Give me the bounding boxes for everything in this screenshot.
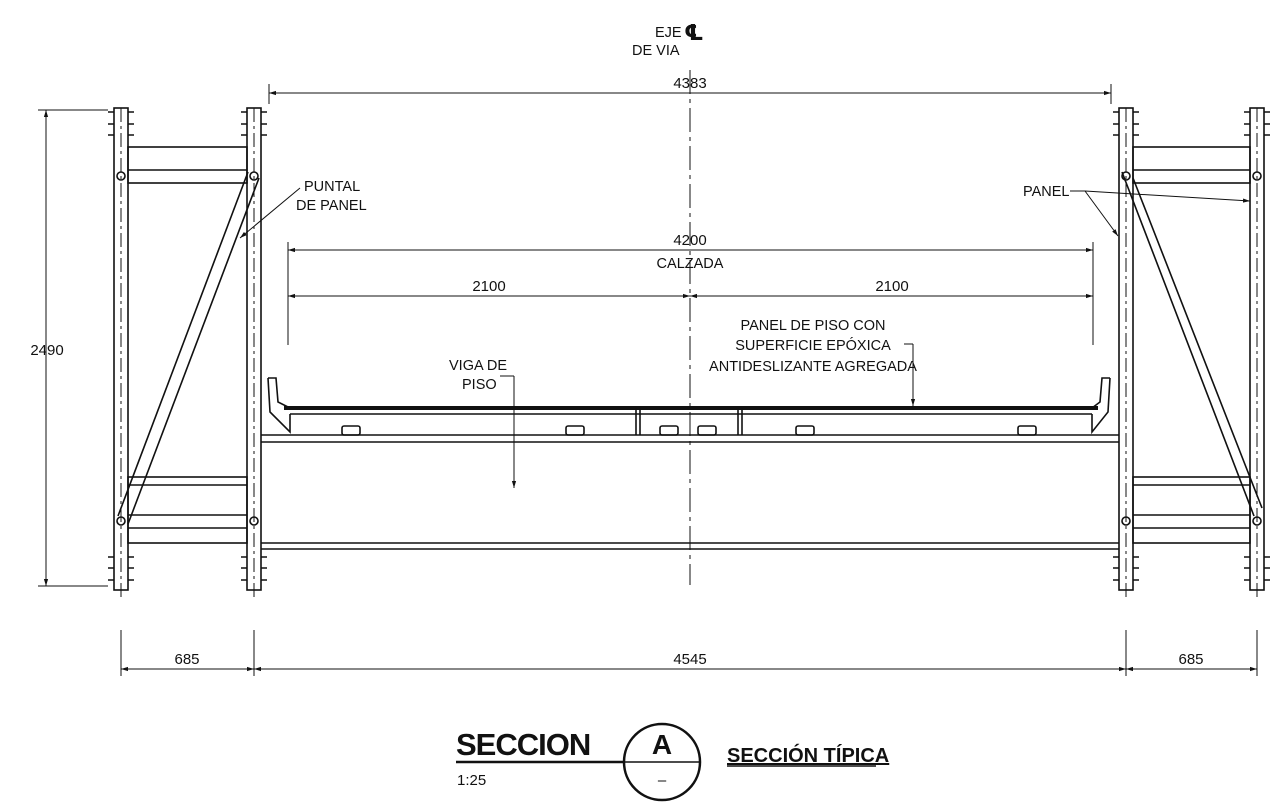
title-block: SECCION 1:25 A – SECCIÓN TÍPICA <box>456 722 889 802</box>
viga-label-1: VIGA DE <box>449 358 507 374</box>
deck-panel <box>267 377 1111 436</box>
callout-deck: PANEL DE PISO CON SUPERFICIE EPÓXICA ANT… <box>709 318 917 406</box>
callout-puntal: PUNTAL DE PANEL <box>239 179 367 239</box>
left-truss-panel <box>108 107 267 600</box>
floor-beam <box>261 434 1119 550</box>
scale-text: 1:25 <box>457 772 486 789</box>
centerline-label-2: DE VIA <box>632 43 680 59</box>
puntal-label-2: DE PANEL <box>296 198 367 214</box>
deck-label-2: SUPERFICIE EPÓXICA <box>735 337 891 354</box>
section-marker-letter: A <box>652 729 672 760</box>
centerline-label-1: EJE <box>655 25 682 41</box>
section-subtitle: SECCIÓN TÍPICA <box>727 743 889 767</box>
puntal-label-1: PUNTAL <box>304 179 360 195</box>
dimension-2100-left: 2100 <box>472 278 505 295</box>
callout-panel: PANEL <box>1023 184 1251 237</box>
panel-label: PANEL <box>1023 184 1069 200</box>
right-truss-panel <box>1113 107 1270 600</box>
centerline-symbol: ℄ <box>684 20 704 45</box>
deck-label-1: PANEL DE PISO CON <box>740 318 885 334</box>
dimension-4545-text: 4545 <box>673 651 706 668</box>
section-marker-sheet: – <box>658 772 667 789</box>
callout-viga: VIGA DE PISO <box>449 358 517 488</box>
calzada-label: CALZADA <box>657 256 724 272</box>
dimension-685-right: 685 <box>1178 651 1203 668</box>
dimension-4200-text: 4200 <box>673 232 706 249</box>
dimension-2490-text: 2490 <box>30 342 63 359</box>
dimension-total-top: 4383 <box>268 75 1112 104</box>
centerline: EJE DE VIA ℄ <box>632 20 704 585</box>
deck-label-3: ANTIDESLIZANTE AGREGADA <box>709 359 917 375</box>
dimension-2100-right: 2100 <box>875 278 908 295</box>
dimension-bottom: 685 4545 685 <box>120 630 1258 676</box>
section-title: SECCION <box>456 727 590 762</box>
dimension-4383-text: 4383 <box>673 75 706 92</box>
dimension-halves: 2100 2100 <box>288 278 1093 299</box>
viga-label-2: PISO <box>462 377 497 393</box>
dimension-685-left: 685 <box>174 651 199 668</box>
dimension-roadway: 4200 CALZADA <box>287 232 1094 345</box>
dimension-height: 2490 <box>30 109 108 587</box>
